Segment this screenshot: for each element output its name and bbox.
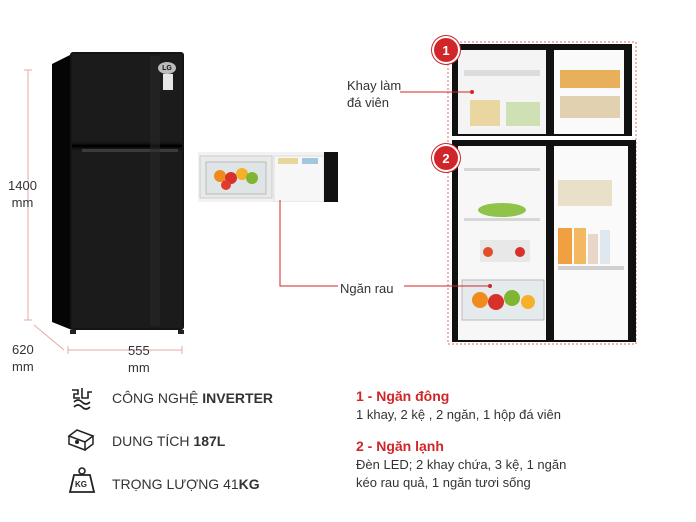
height-dimension: 1400 mm	[8, 177, 37, 211]
brand-logo: LG	[158, 62, 176, 74]
ice-tray-label-line1: Khay làm	[347, 78, 402, 93]
ice-tray-callout: Khay làm đá viên	[347, 77, 401, 111]
crisper-drawer-closeup	[198, 152, 338, 202]
spec-inverter: CÔNG NGHỆ INVERTER	[112, 390, 273, 406]
depth-unit: mm	[12, 359, 34, 374]
height-unit: mm	[11, 195, 34, 210]
freezer-legend: 1 - Ngăn đông 1 khay, 2 kệ , 2 ngăn, 1 h…	[356, 388, 561, 424]
spec-weight-bold: KG	[238, 476, 260, 492]
fridge-legend: 2 - Ngăn lạnh Đèn LED; 2 khay chứa, 3 kệ…	[356, 438, 566, 492]
freezer-legend-desc: 1 khay, 2 kệ , 2 ngăn, 1 hộp đá viên	[356, 407, 562, 422]
width-dimension: 555 mm	[128, 342, 150, 376]
fridge-open-view	[447, 41, 637, 345]
crisper-callout: Ngăn rau	[340, 281, 394, 296]
width-value: 555	[128, 343, 150, 358]
inverter-icon	[68, 384, 96, 412]
freezer-badge: 1	[434, 38, 458, 62]
fridge-legend-desc-line2: kéo rau quả, 1 ngăn tươi sống	[356, 475, 531, 490]
depth-value: 620	[12, 342, 34, 357]
fridge-badge: 2	[434, 146, 458, 170]
freezer-legend-title: 1 - Ngăn đông	[356, 388, 450, 404]
fridge-legend-title: 2 - Ngăn lạnh	[356, 438, 444, 454]
depth-dimension: 620 mm	[12, 341, 34, 375]
fridge-legend-desc-line1: Đèn LED; 2 khay chứa, 3 kệ, 1 ngăn	[356, 457, 567, 472]
callout-lines	[400, 90, 492, 288]
height-value: 1400	[8, 178, 37, 193]
spec-inverter-bold: INVERTER	[202, 390, 274, 406]
width-unit: mm	[128, 360, 150, 375]
spec-weight: TRỌNG LƯỢNG 41KG	[112, 476, 260, 492]
crisper-callout-line	[279, 200, 338, 287]
spec-weight-prefix: TRỌNG LƯỢNG 41	[112, 476, 239, 492]
capacity-icon	[66, 426, 96, 452]
weight-icon-text: KG	[75, 480, 87, 489]
spec-capacity: DUNG TÍCH 187L	[112, 433, 225, 449]
ice-tray-label-line2: đá viên	[347, 95, 389, 110]
weight-icon: KG	[68, 466, 96, 494]
spec-capacity-prefix: DUNG TÍCH	[112, 433, 194, 449]
spec-capacity-bold: 187L	[193, 433, 226, 449]
spec-inverter-prefix: CÔNG NGHỆ	[112, 390, 203, 406]
